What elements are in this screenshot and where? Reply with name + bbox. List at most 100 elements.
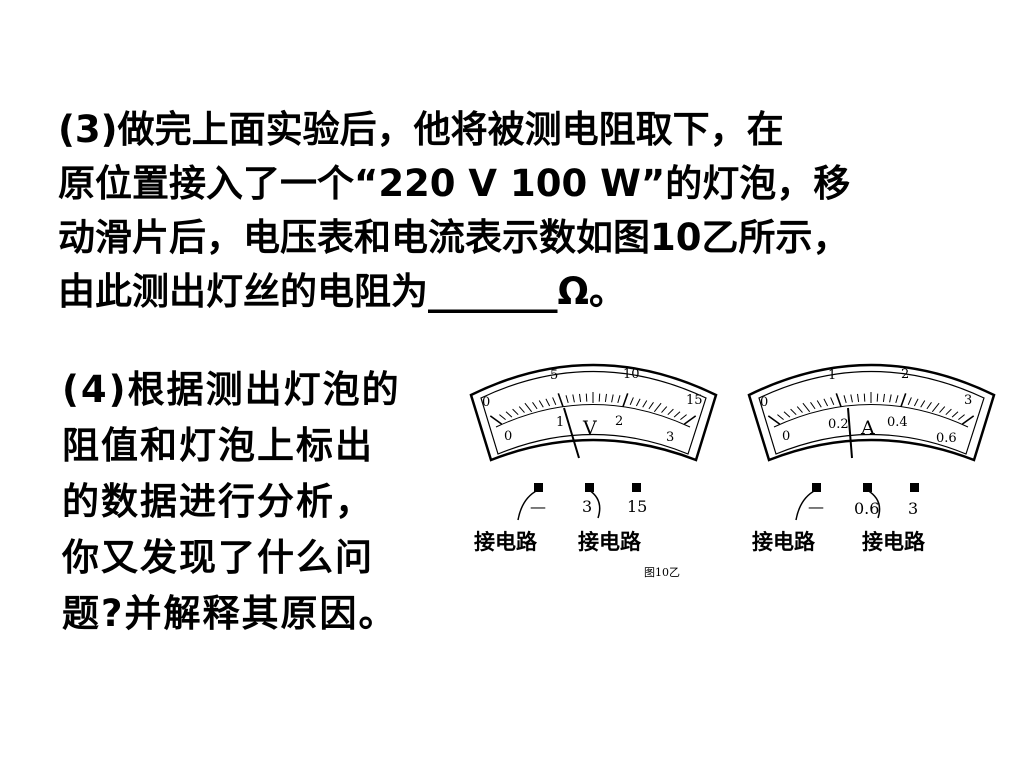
scale-tick	[796, 406, 803, 413]
voltmeter: 0 5 10 15 0 1 2 3 V — 3 15 接电路 接电路	[469, 363, 718, 554]
scale-tick	[565, 395, 569, 404]
scale-tick	[895, 395, 899, 404]
voltmeter-wire-right	[588, 489, 601, 519]
ammeter-terminal-label-negative: —	[808, 497, 824, 516]
scale-tick	[512, 408, 519, 416]
scale-tick	[900, 393, 907, 407]
voltmeter-needle	[563, 407, 580, 459]
scale-tick	[611, 394, 614, 403]
ammeter-lower-0.4: 0.4	[887, 415, 908, 430]
scale-tick	[579, 393, 582, 402]
ammeter-terminal-0.6	[863, 483, 872, 492]
ammeter-upper-1: 1	[828, 368, 836, 383]
ammeter-wire-right	[866, 489, 881, 519]
scale-tick	[572, 394, 575, 403]
voltmeter-upper-10: 10	[623, 367, 640, 382]
scale-tick	[777, 414, 784, 420]
voltmeter-scale-ticks	[489, 392, 697, 428]
question-4-line-4: 你又发现了什么问	[62, 536, 374, 579]
voltmeter-upper-15: 15	[686, 393, 703, 408]
scale-tick	[604, 393, 607, 402]
scale-tick	[767, 415, 781, 425]
scale-tick	[585, 393, 588, 402]
scale-tick	[931, 402, 940, 413]
voltmeter-lower-0: 0	[504, 429, 512, 444]
voltmeter-terminal-3	[585, 483, 594, 492]
ammeter-body	[747, 363, 996, 462]
scale-tick	[926, 402, 932, 410]
scale-tick	[642, 400, 648, 408]
voltmeter-upper-0: 0	[482, 395, 490, 410]
meters-diagram: 0 5 10 15 0 1 2 3 V — 3 15 接电路 接电路	[469, 363, 996, 579]
ammeter-upper-3: 3	[964, 393, 972, 408]
scale-tick	[823, 398, 829, 407]
scale-tick	[629, 397, 634, 405]
question-4-line-3: 的数据进行分析，	[62, 480, 374, 523]
ammeter-terminal-3	[910, 483, 919, 492]
voltmeter-terminal-label-3: 3	[582, 497, 592, 516]
scale-tick	[889, 394, 892, 403]
voltmeter-lower-3: 3	[666, 430, 674, 445]
ammeter-lower-0.6: 0.6	[936, 431, 957, 446]
ammeter: 0 1 2 3 0 0.2 0.4 0.6 A — 0.6 3 接电路 接电路	[747, 363, 996, 554]
question-4-line-1: (4)根据测出灯泡的	[62, 368, 401, 411]
scale-tick	[857, 393, 860, 402]
ammeter-lower-0.2: 0.2	[828, 417, 849, 432]
scale-tick	[505, 411, 513, 418]
voltmeter-connect-label-right: 接电路	[578, 529, 642, 554]
scale-tick	[907, 397, 912, 405]
ammeter-scale-ticks	[767, 392, 975, 428]
scale-tick	[802, 402, 811, 413]
scale-tick	[532, 402, 538, 410]
scale-tick	[939, 406, 946, 413]
ammeter-connect-label-right: 接电路	[862, 529, 926, 554]
scale-tick	[489, 415, 503, 425]
scale-tick	[683, 415, 697, 425]
question-3: (3)做完上面实验后，他将被测电阻取下，在 原位置接入了一个“220 V 100…	[58, 103, 998, 319]
question-3-line-3: 动滑片后，电压表和电流表示数如图10乙所示，	[58, 216, 850, 259]
voltmeter-lower-2: 2	[615, 414, 623, 429]
scale-tick	[790, 408, 797, 416]
scale-tick	[557, 393, 564, 407]
scale-tick	[830, 397, 835, 405]
ammeter-terminal-label-3: 3	[908, 499, 918, 518]
ammeter-connect-label-left: 接电路	[752, 529, 816, 554]
scale-tick	[617, 395, 621, 404]
voltmeter-terminal-15	[632, 483, 641, 492]
scale-tick	[680, 414, 687, 420]
meters-figure: 0 5 10 15 0 1 2 3 V — 3 15 接电路 接电路	[466, 350, 1006, 590]
scale-tick	[951, 411, 959, 418]
scale-tick	[552, 397, 557, 405]
scale-tick	[958, 414, 965, 420]
scale-tick	[961, 415, 975, 425]
voltmeter-terminal-negative	[534, 483, 543, 492]
ammeter-symbol: A	[860, 417, 875, 439]
ammeter-face	[758, 370, 985, 455]
scale-tick	[635, 398, 641, 407]
scale-tick	[913, 398, 919, 407]
scale-tick	[545, 398, 551, 407]
figure-caption: 图10乙	[644, 566, 680, 579]
scale-tick	[524, 402, 533, 413]
voltmeter-symbol: V	[582, 417, 597, 439]
scale-tick	[673, 411, 681, 418]
ammeter-terminal-negative	[812, 483, 821, 492]
ammeter-terminal-label-0.6: 0.6	[854, 499, 879, 518]
voltmeter-upper-5: 5	[550, 368, 558, 383]
scale-tick	[648, 402, 654, 410]
question-4-line-5: 题?并解释其原因。	[62, 592, 398, 635]
scale-tick	[598, 393, 601, 402]
ammeter-upper-2: 2	[901, 367, 909, 382]
ammeter-needle	[847, 407, 853, 459]
voltmeter-wire-left	[517, 489, 539, 521]
scale-tick	[835, 393, 842, 407]
voltmeter-lower-1: 1	[556, 415, 564, 430]
scale-tick	[661, 406, 668, 413]
scale-tick	[783, 411, 791, 418]
scale-tick	[876, 393, 879, 402]
scale-tick	[667, 408, 674, 416]
voltmeter-face	[480, 370, 707, 455]
ammeter-lower-0: 0	[782, 429, 790, 444]
question-4-line-2: 阻值和灯泡上标出	[62, 424, 374, 467]
scale-tick	[538, 400, 544, 408]
